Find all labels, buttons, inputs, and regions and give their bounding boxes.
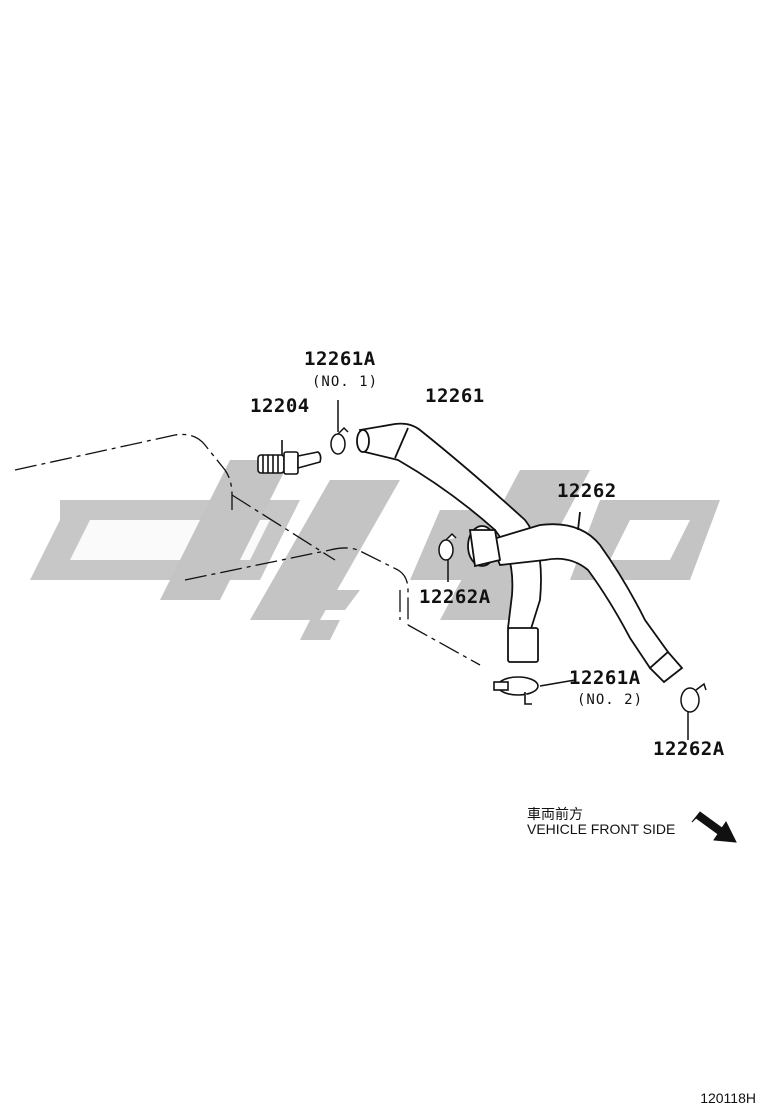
engine-outline-phantom [14, 433, 481, 666]
hose-12261 [356, 422, 542, 663]
direction-note-english: VEHICLE FRONT SIDE [527, 821, 676, 837]
label-12261: 12261 [425, 385, 485, 407]
watermark-logo [30, 460, 720, 640]
label-12261A-no2-sub: (NO. 2) [577, 692, 644, 708]
hose-12262 [467, 511, 684, 684]
vehicle-front-arrow-icon [691, 811, 737, 843]
label-12261A-no1-sub: (NO. 1) [312, 374, 379, 390]
label-12262A-upper: 12262A [419, 586, 491, 608]
clip-12261A-no1 [330, 400, 349, 455]
pcv-valve-12204 [257, 440, 322, 475]
label-12262A-lower: 12262A [653, 738, 725, 760]
label-12204: 12204 [250, 395, 310, 417]
label-12262: 12262 [557, 480, 617, 502]
figure-id: 120118H [700, 1090, 756, 1106]
clip-12262A-upper [438, 532, 457, 582]
clip-12262A-lower [680, 682, 707, 740]
label-12261A-no1: 12261A [304, 348, 376, 370]
label-12261A-no2: 12261A [569, 667, 641, 689]
direction-note-japanese: 車両前方 [527, 806, 583, 822]
clamp-12261A-no2 [493, 676, 576, 705]
